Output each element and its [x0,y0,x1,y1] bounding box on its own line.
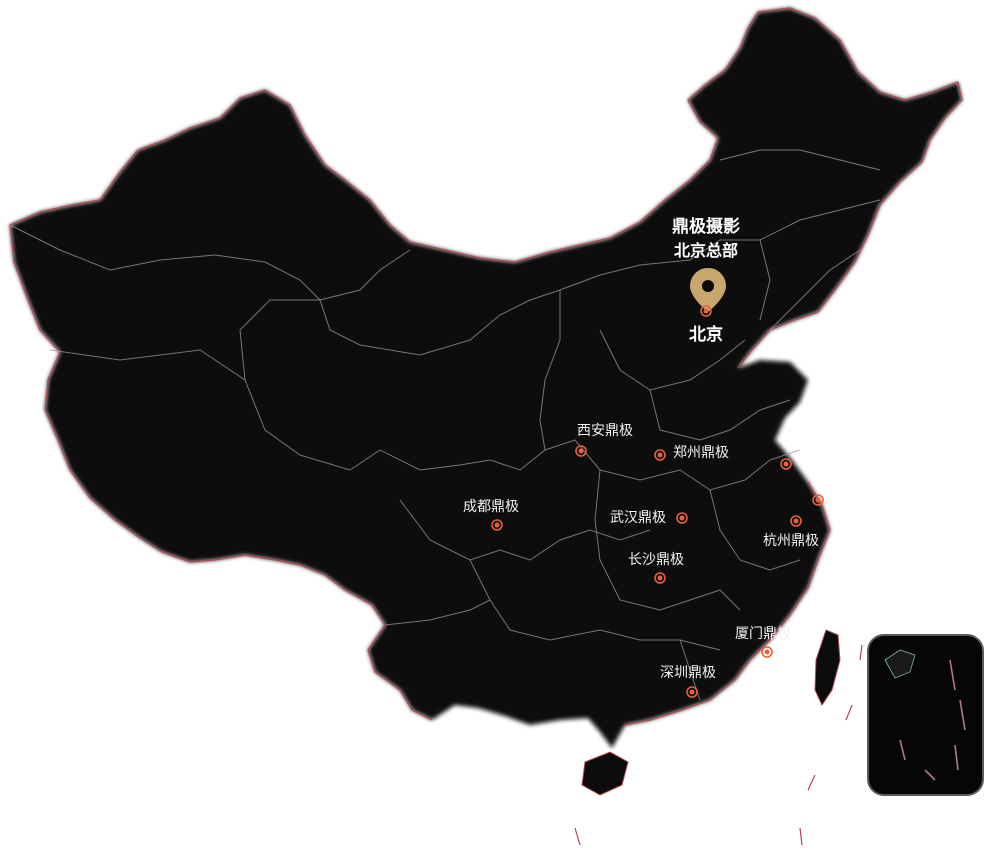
beijing-dot-ring [700,305,712,317]
branch-dot-ring [654,449,666,461]
branch-label: 西安鼎极 [577,423,633,439]
branch-dot-ring [812,494,824,506]
branch-dot-ring [676,512,688,524]
branch-dot [494,522,500,528]
hq-city: 北京 [689,324,723,345]
branch-dot [764,649,770,655]
branch-marker-xian[interactable]: 西安鼎极 [575,423,633,457]
branch-dot [578,448,584,454]
branch-dot-ring [686,686,698,698]
branch-marker-chengdu[interactable]: 成都鼎极 [463,499,519,531]
branch-dot-ring [761,646,773,658]
branch-dot-ring [790,515,802,527]
branch-marker-wuhan[interactable]: 武汉鼎极 [610,510,688,526]
hq-subtitle: 北京总部 [674,241,738,260]
branch-dot [689,689,695,695]
branch-dot [657,575,663,581]
province-boundaries [9,149,881,701]
mainland-landmass [9,7,963,748]
branch-dot [657,452,663,458]
branch-label: 深圳鼎极 [660,665,716,681]
south-china-sea-inset [867,634,984,796]
branch-dot-ring [780,458,792,470]
branch-label: 郑州鼎极 [673,445,729,461]
branch-label: 武汉鼎极 [610,510,666,526]
headquarters-marker[interactable]: 鼎极摄影 北京总部 北京 [672,216,740,345]
branch-marker-xiamen[interactable]: 厦门鼎极 [735,626,791,658]
pin-hole [702,280,714,292]
branch-label: 长沙鼎极 [628,552,684,568]
branch-dot-ring [575,445,587,457]
taiwan-island [814,629,841,707]
coastal-marker-shanghai[interactable] [812,494,824,506]
branch-dot [783,461,789,467]
branch-label: 厦门鼎极 [735,626,791,642]
beijing-dot [703,308,709,314]
branch-dot-ring [654,572,666,584]
hainan-island [581,751,629,796]
branch-label: 成都鼎极 [463,499,519,515]
coastal-marker-nanjing[interactable] [780,458,792,470]
branch-label: 杭州鼎极 [763,533,819,549]
branch-dot [679,515,685,521]
branch-marker-zhengzhou[interactable]: 郑州鼎极 [654,445,729,461]
hq-title: 鼎极摄影 [672,216,740,237]
branch-dot [793,518,799,524]
branch-marker-changsha[interactable]: 长沙鼎极 [628,552,684,584]
islands [581,629,841,796]
branch-dot-ring [491,519,503,531]
branch-marker-hangzhou[interactable]: 杭州鼎极 [763,515,819,549]
branch-dot [815,497,821,503]
nine-dash-line [574,644,863,846]
branch-marker-shenzhen[interactable]: 深圳鼎极 [660,665,716,698]
